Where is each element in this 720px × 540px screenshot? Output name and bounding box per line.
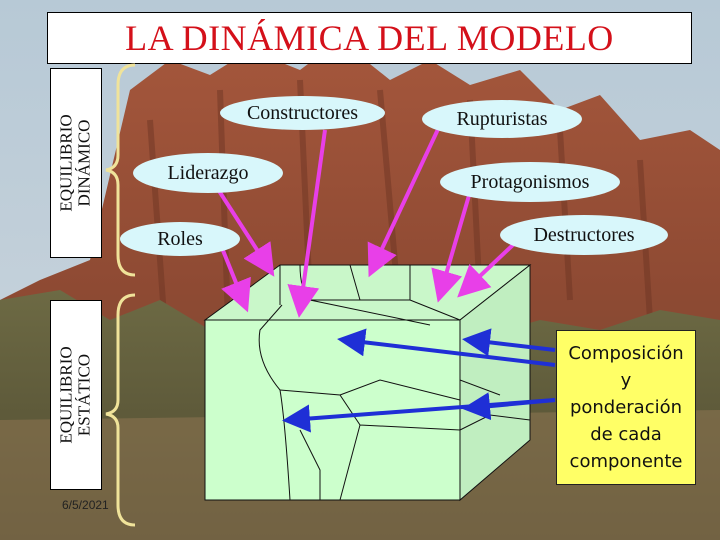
model-box <box>203 263 532 502</box>
magenta-arrows <box>210 124 517 318</box>
blue-arrow-1 <box>337 328 556 367</box>
oval-protagonismos: Protagonismos <box>440 162 620 202</box>
arrow-liderazgo <box>210 178 275 277</box>
title-box: LA DINÁMICA DEL MODELO <box>47 12 692 64</box>
upper-brace <box>105 63 136 277</box>
label-destructores: Destructores <box>533 223 635 246</box>
dynamic-equilibrium-box: EQUILIBRIO DINÁMICO <box>50 68 102 258</box>
composition-line2: y <box>620 370 632 391</box>
oval-destructores: Destructores <box>500 215 668 255</box>
static-equilibrium-box: EQUILIBRIO ESTÁTICO <box>50 300 102 490</box>
label-protagonismos: Protagonismos <box>470 170 590 193</box>
blue-arrow-2 <box>462 328 556 357</box>
page-title: LA DINÁMICA DEL MODELO <box>125 18 614 58</box>
blue-arrow-4 <box>462 392 556 421</box>
label-roles: Roles <box>157 227 203 250</box>
composition-line5: componente <box>569 451 683 472</box>
label-rupturistas: Rupturistas <box>456 107 548 130</box>
label-liderazgo: Liderazgo <box>167 161 249 184</box>
arrow-constructores <box>287 129 327 318</box>
lower-brace <box>105 293 136 527</box>
arrow-destructores <box>457 241 517 298</box>
slide-date: 6/5/2021 <box>62 498 109 512</box>
oval-rupturistas: Rupturistas <box>422 100 582 138</box>
oval-constructores: Constructores <box>220 96 385 130</box>
composition-line4: de cada <box>590 424 662 445</box>
composition-line3: ponderación <box>569 397 683 418</box>
arrow-rupturistas <box>367 124 442 278</box>
blue-arrows <box>282 328 556 433</box>
oval-roles: Roles <box>120 222 240 256</box>
arrow-protagonismos <box>431 191 472 303</box>
composition-box: Composición y ponderación de cada compon… <box>556 330 696 485</box>
composition-line1: Composición <box>568 343 684 364</box>
arrow-roles <box>220 247 251 313</box>
label-constructores: Constructores <box>246 101 359 124</box>
oval-liderazgo: Liderazgo <box>133 153 283 193</box>
